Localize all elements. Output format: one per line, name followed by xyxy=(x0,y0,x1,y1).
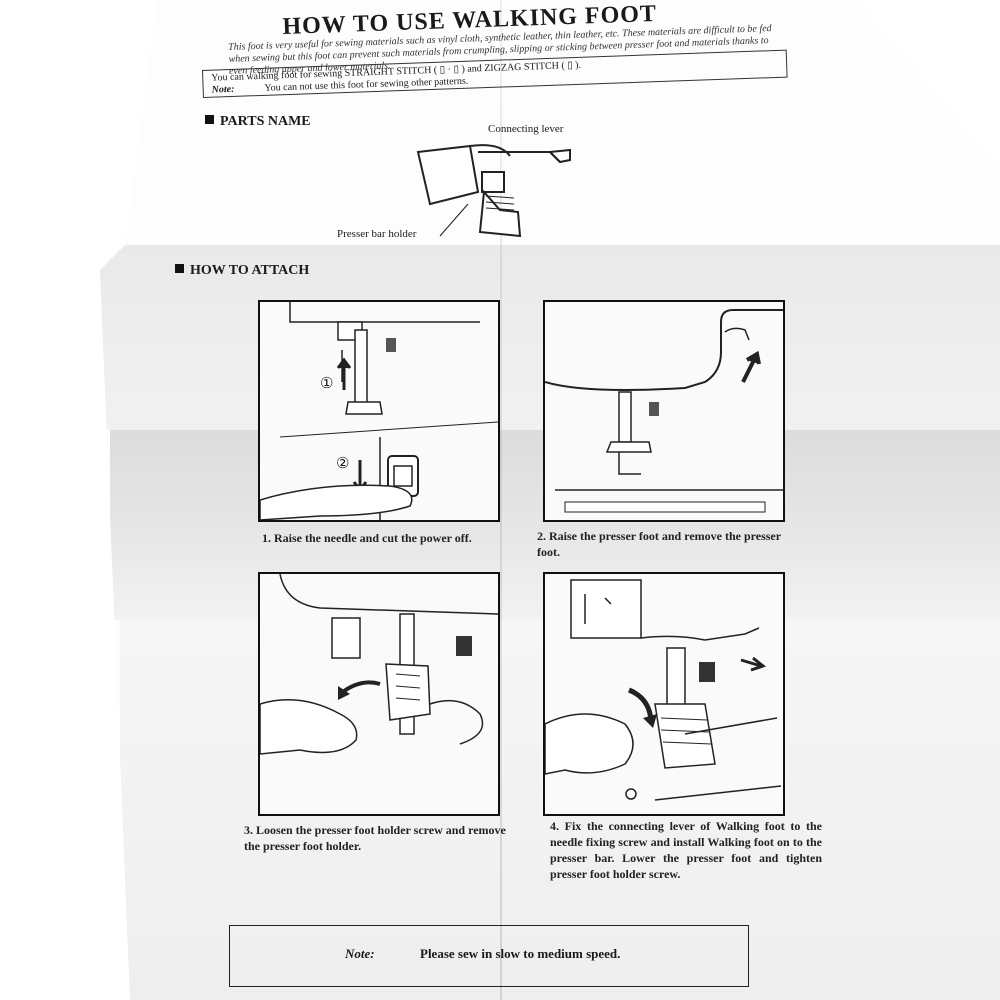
step-1-marker: ① xyxy=(320,376,334,392)
parts-name-heading-text: PARTS NAME xyxy=(220,114,311,129)
loosen-screw-drawing xyxy=(260,574,498,755)
step-2-panel xyxy=(543,300,785,522)
parts-walking-foot-drawing xyxy=(410,132,590,242)
bullet-icon xyxy=(205,115,214,124)
parts-name-heading: PARTS NAME xyxy=(205,114,311,130)
step-1-caption: 1. Raise the needle and cut the power of… xyxy=(262,531,472,545)
how-to-attach-heading-text: HOW TO ATTACH xyxy=(190,263,310,278)
paper-fold xyxy=(500,0,502,1000)
step-2-caption: 2. Raise the presser foot and remove the… xyxy=(537,529,781,559)
how-to-attach-heading: HOW TO ATTACH xyxy=(175,263,309,279)
note-label: Note: xyxy=(345,946,375,961)
step-4-panel xyxy=(543,572,785,816)
usage-note-label: Note: xyxy=(211,83,235,96)
step-1-panel: ① ② xyxy=(258,300,500,522)
presser-lever-drawing xyxy=(545,309,783,513)
step-3-caption: 3. Loosen the presser foot holder screw … xyxy=(244,823,506,853)
needle-raise-drawing xyxy=(260,302,498,520)
note-text: Please sew in slow to medium speed. xyxy=(420,946,621,961)
connecting-lever-label: Connecting lever xyxy=(488,123,564,135)
install-foot-drawing xyxy=(545,579,782,801)
step-4-caption: 4. Fix the connecting lever of Walking f… xyxy=(550,819,822,881)
presser-bar-holder-label: Presser bar holder xyxy=(337,228,417,240)
bullet-icon xyxy=(175,264,184,273)
step-3-panel xyxy=(258,572,500,816)
step-1-marker: ② xyxy=(336,456,350,472)
note-box: Note: Please sew in slow to medium speed… xyxy=(229,925,749,987)
